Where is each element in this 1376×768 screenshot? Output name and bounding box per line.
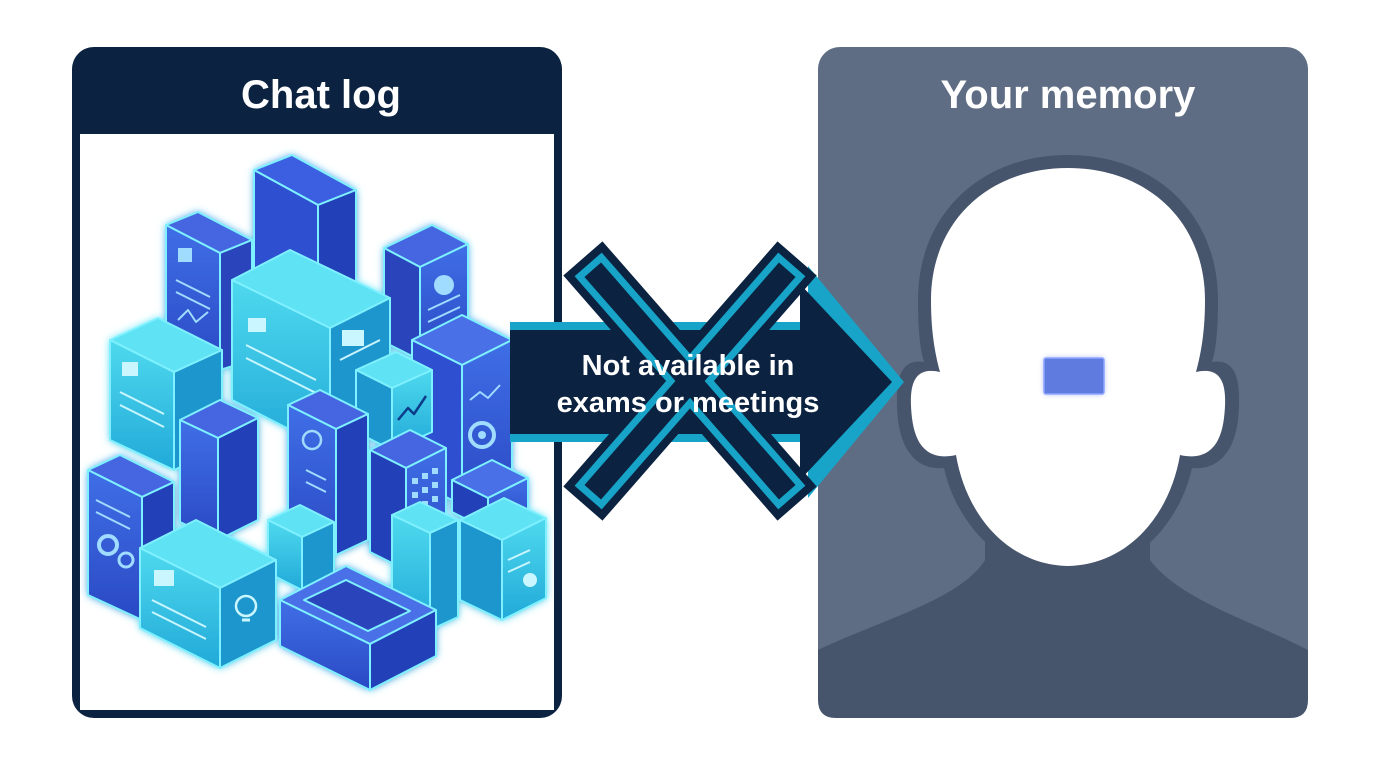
x-mark-icon: [563, 241, 817, 521]
head-silhouette-icon: [818, 155, 1308, 718]
your-memory-panel: Your memory: [818, 47, 1308, 718]
cube-right-doc: [459, 497, 547, 621]
arrow-label-line-2: exams or meetings: [557, 387, 820, 419]
chat-log-title: Chat log: [241, 73, 401, 117]
memory-title: Your memory: [941, 73, 1197, 117]
chat-log-panel: Chat log: [72, 47, 562, 718]
cube-chart: [355, 351, 433, 451]
crossed-arrow: Not available in exams or meetings: [510, 241, 904, 521]
box-front-flat: [279, 565, 437, 691]
memory-chip: [1043, 357, 1105, 395]
arrow-label-line-1: Not available in: [582, 350, 795, 382]
cube-front-lightbulb: [139, 519, 277, 669]
tower-mid-left: [179, 399, 259, 541]
data-blocks-illustration: [87, 154, 547, 691]
